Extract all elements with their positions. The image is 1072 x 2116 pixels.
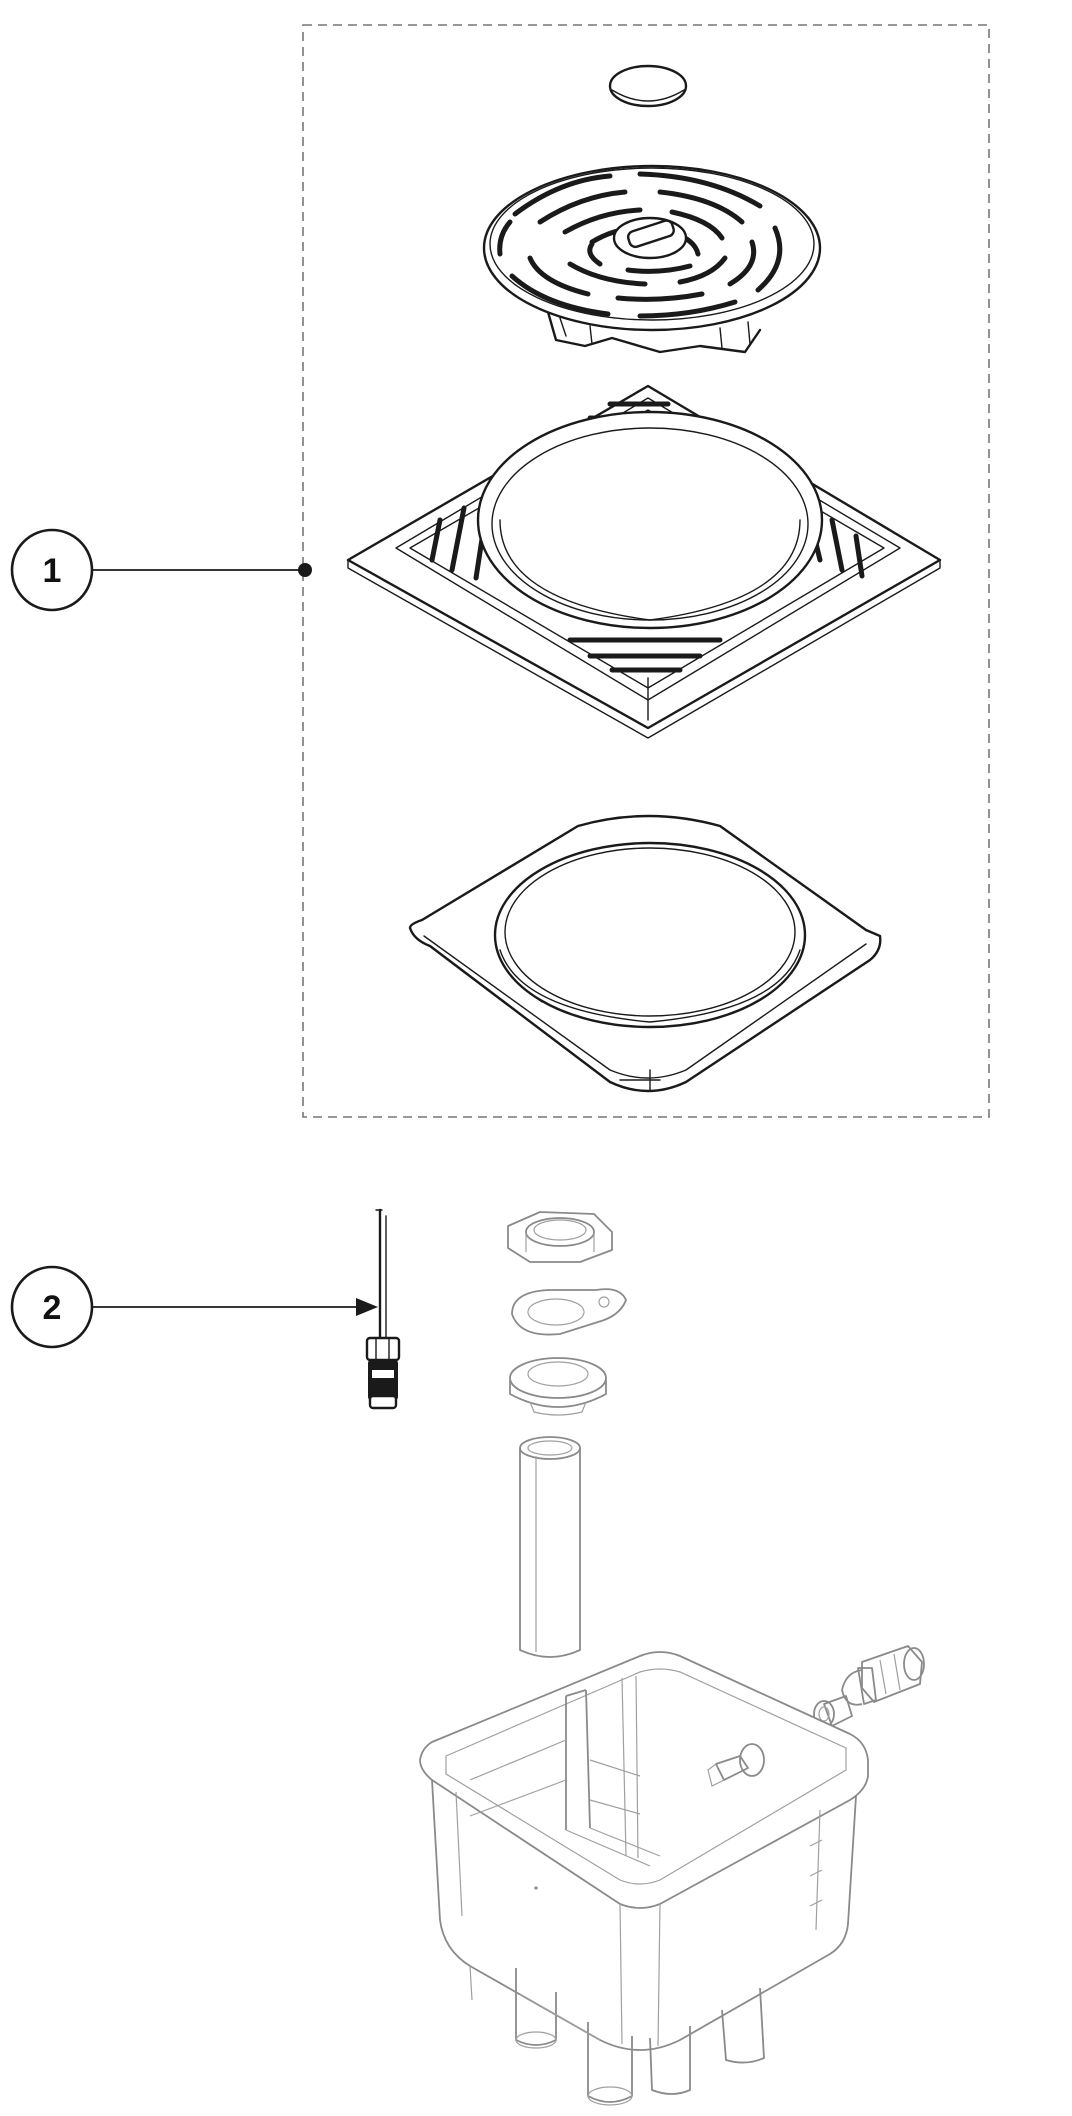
callout-2-label: 2 (43, 1289, 62, 1327)
callout-1: 1 (10, 528, 312, 612)
keyed-washer (511, 1288, 627, 1336)
square-collar (408, 814, 882, 1093)
square-frame (346, 384, 942, 739)
callout-1-dot (298, 563, 312, 577)
cap-disc (608, 64, 688, 108)
sensor-probe (365, 1208, 401, 1410)
callout-1-label: 1 (43, 552, 62, 590)
housing-box (419, 1651, 869, 2106)
coupling-fitting (841, 1645, 925, 1706)
hex-nut (507, 1211, 613, 1263)
callout-2: 2 (10, 1265, 378, 1349)
callout-2-arrowhead (356, 1298, 378, 1316)
assembly-1-group-border (302, 24, 990, 1118)
round-grate (482, 164, 822, 354)
tube (519, 1436, 581, 1658)
flanged-gasket (509, 1357, 607, 1416)
